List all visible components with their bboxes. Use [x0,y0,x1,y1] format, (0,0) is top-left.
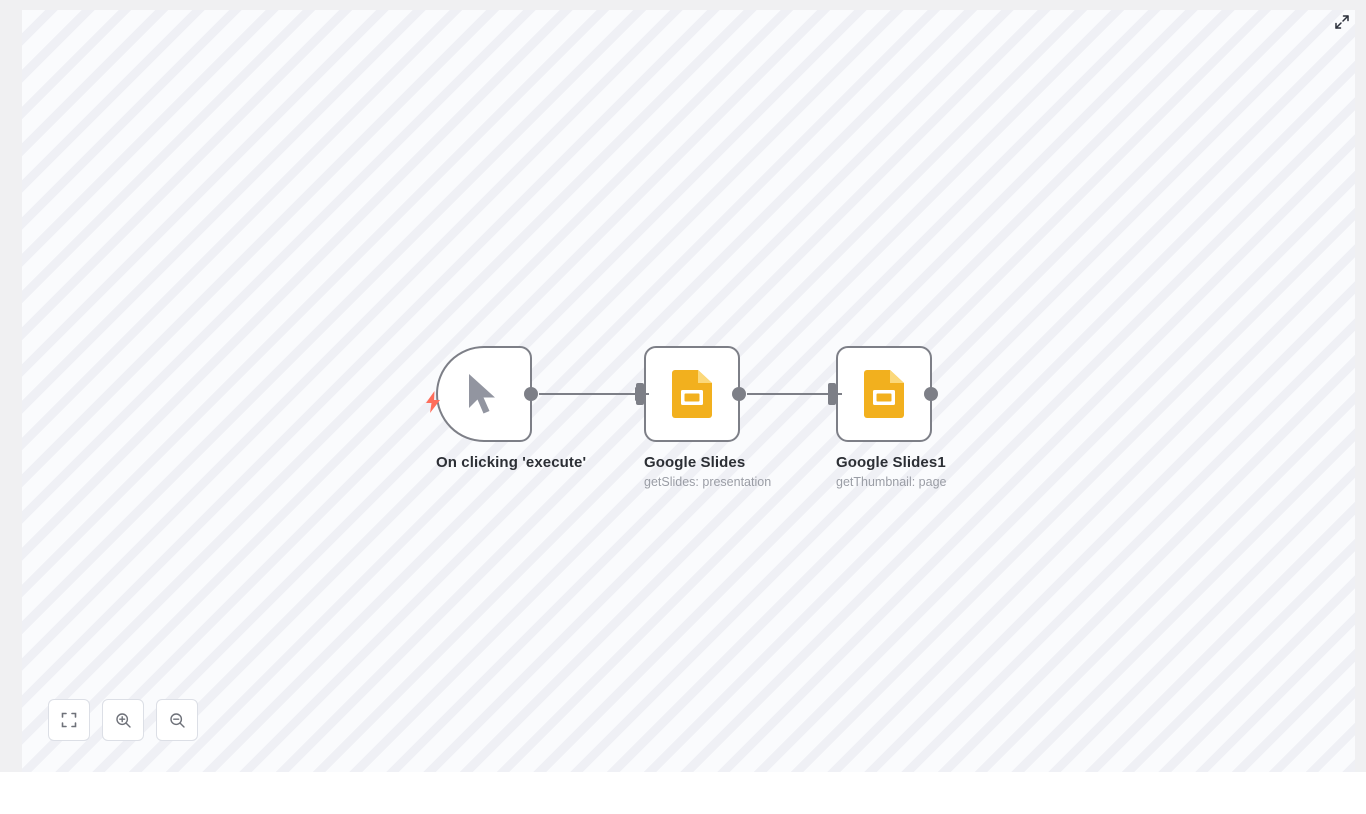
node-trigger-box[interactable] [436,346,532,442]
node-trigger[interactable]: On clicking 'execute' [436,346,587,471]
zoom-out-button[interactable] [156,699,198,741]
canvas-controls [48,699,198,741]
google-slides1-output-endpoint[interactable] [924,387,938,401]
connector-trigger-to-google-slides[interactable] [539,393,649,395]
fit-view-icon [61,712,77,728]
lightning-bolt-icon [425,391,441,418]
node-google-slides-box[interactable] [644,346,740,442]
node-google-slides1[interactable]: Google Slides1 getThumbnail: page [836,346,947,489]
connector-google-slides-to-google-slides1[interactable] [747,393,842,395]
node-google-slides[interactable]: Google Slides getSlides: presentation [644,346,772,489]
node-google-slides-subtitle: getSlides: presentation [644,475,772,489]
workflow-canvas[interactable]: On clicking 'execute' [22,10,1355,772]
zoom-in-button[interactable] [102,699,144,741]
workflow-flow: On clicking 'execute' [22,10,1355,772]
expand-fullscreen-button[interactable] [1332,12,1352,32]
node-google-slides-label: Google Slides [644,454,746,471]
node-trigger-label: On clicking 'execute' [436,454,587,471]
zoom-out-icon [169,712,186,729]
fit-view-button[interactable] [48,699,90,741]
zoom-in-icon [115,712,132,729]
google-slides-icon [864,370,904,418]
google-slides-input-endpoint[interactable] [636,383,644,405]
trigger-output-endpoint[interactable] [524,387,538,401]
expand-arrows-icon [1334,14,1350,30]
node-google-slides1-box[interactable] [836,346,932,442]
node-google-slides1-subtitle: getThumbnail: page [836,475,947,489]
node-google-slides1-label: Google Slides1 [836,454,946,471]
google-slides1-input-endpoint[interactable] [828,383,836,405]
google-slides-output-endpoint[interactable] [732,387,746,401]
google-slides-icon [672,370,712,418]
mouse-cursor-icon [465,372,503,416]
